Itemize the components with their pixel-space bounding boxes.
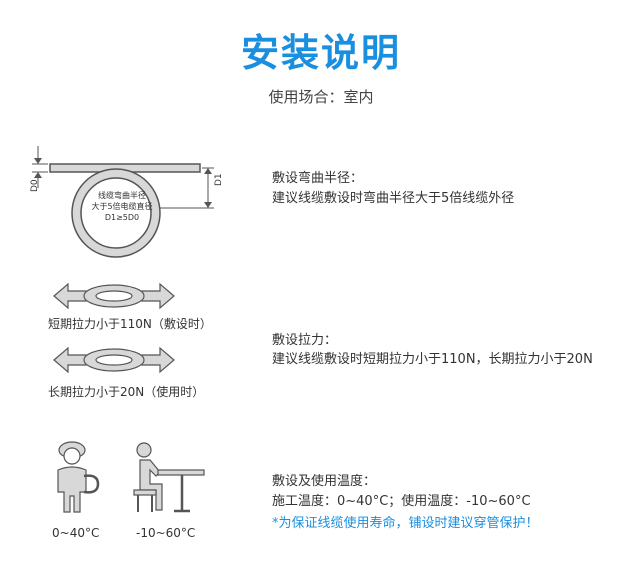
long-arrow-right <box>141 346 175 374</box>
bend-heading: 敷设弯曲半径： <box>272 171 364 186</box>
long-tension-label: 长期拉力小于20N（使用时） <box>48 385 205 399</box>
bend-radius-diagram <box>32 146 214 258</box>
ring-caption-line3: D1≥5D0 <box>104 213 140 222</box>
page-subtitle: 使用场合：室内 <box>268 88 374 106</box>
user-desk-top <box>157 469 205 476</box>
dim-left-arrow-top <box>34 158 42 164</box>
office-user-icon <box>133 442 205 513</box>
tension-text: 建议线缆敷设时短期拉力小于110N，长期拉力小于20N <box>272 352 593 367</box>
bend-text: 建议线缆敷设时弯曲半径大于5倍线缆外径 <box>272 191 515 206</box>
dim-right-arrow-bottom <box>204 202 212 208</box>
dim-right-label: D1 <box>214 173 224 186</box>
worker-temp-label: 0~40°C <box>52 526 100 540</box>
user-head <box>136 442 152 458</box>
dim-left-label: D0 <box>30 179 40 192</box>
short-tension-label: 短期拉力小于110N（敷设时） <box>48 317 212 331</box>
page-title: 安装说明 <box>240 31 401 75</box>
short-tension-diagram <box>53 282 175 310</box>
worker-body <box>57 466 87 513</box>
user-chair-seat <box>133 489 157 496</box>
long-tension-diagram <box>53 346 175 374</box>
user-temp-label: -10~60°C <box>136 526 196 540</box>
ring-caption-line2: 大于5倍电缆直径 <box>91 202 153 211</box>
dim-right-arrow-top <box>204 168 212 174</box>
dim-left-arrow-bottom <box>34 172 42 178</box>
temperature-heading: 敷设及使用温度： <box>272 474 377 489</box>
tension-heading: 敷设拉力： <box>272 333 338 348</box>
ring-caption-line1: 线缆弯曲半径 <box>98 191 146 200</box>
worker-icon <box>57 441 100 513</box>
long-cable-core <box>95 354 133 366</box>
worker-head <box>63 447 81 465</box>
worker-coil <box>83 474 100 494</box>
short-arrow-left <box>53 282 87 310</box>
temperature-note: *为保证线缆使用寿命，铺设时建议穿管保护！ <box>272 516 539 531</box>
ring-caption: 线缆弯曲半径 大于5倍电缆直径 D1≥5D0 <box>82 190 162 223</box>
short-cable-core <box>95 290 133 302</box>
temperature-text: 施工温度：0~40°C；使用温度：-10~60°C <box>272 494 531 509</box>
short-arrow-right <box>141 282 175 310</box>
long-arrow-left <box>53 346 87 374</box>
bend-ring-inner <box>80 177 152 249</box>
